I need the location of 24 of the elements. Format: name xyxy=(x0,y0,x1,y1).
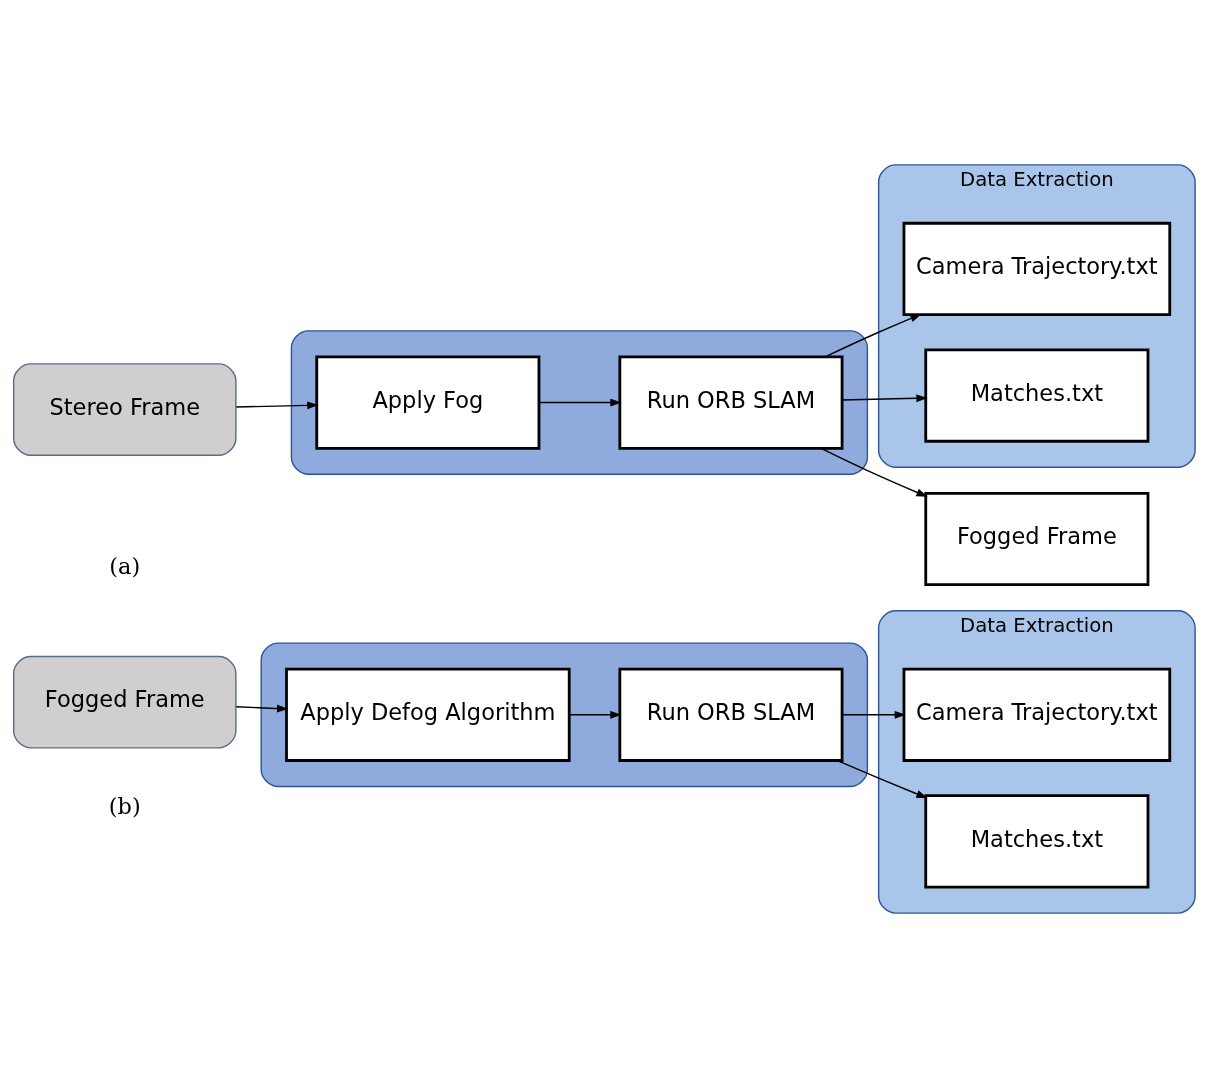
node-box: Matches.txt xyxy=(924,793,1150,888)
arrow xyxy=(841,393,928,402)
node-box: Fogged Frame xyxy=(12,655,237,749)
arrow xyxy=(235,704,289,712)
arrow xyxy=(538,398,622,407)
arrow xyxy=(235,400,319,409)
arrow xyxy=(841,710,906,719)
arrow xyxy=(568,710,622,719)
node-box: Apply Defog Algorithm xyxy=(285,667,571,762)
node-box: Stereo Frame xyxy=(12,362,237,456)
node-box: Run ORB SLAM xyxy=(618,667,844,762)
cluster xyxy=(290,329,869,475)
label: (b) xyxy=(108,792,141,819)
node-box: Matches.txt xyxy=(924,347,1150,443)
arrow xyxy=(820,447,928,497)
arrow xyxy=(836,759,928,798)
arrow xyxy=(824,313,922,358)
node-box: Apply Fog xyxy=(315,354,541,450)
cluster xyxy=(260,641,869,787)
node-box: Camera Trajectory.txt xyxy=(902,667,1172,762)
node-box: Camera Trajectory.txt xyxy=(902,221,1172,316)
label: (a) xyxy=(109,552,141,579)
node-box: Run ORB SLAM xyxy=(618,354,844,450)
node-box: Fogged Frame xyxy=(924,491,1150,586)
